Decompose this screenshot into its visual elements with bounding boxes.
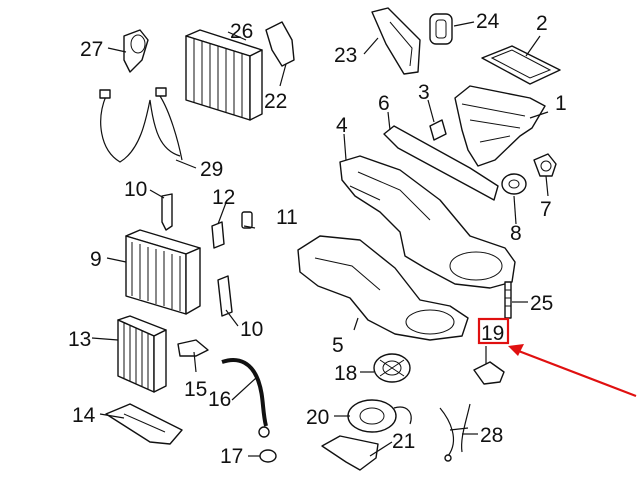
part-14-tray (105, 403, 183, 445)
part-2-filter-frame (481, 45, 561, 85)
callout-12: 12 (212, 186, 235, 209)
callout-6: 6 (378, 92, 390, 115)
callout-18: 18 (334, 362, 357, 385)
part-18-blower-motor (373, 353, 411, 383)
callout-27: 27 (80, 38, 103, 61)
callout-20: 20 (306, 406, 329, 429)
part-13-evaporator (117, 315, 167, 393)
part-26-cabin-filter (185, 29, 263, 121)
callout-29: 29 (200, 158, 223, 181)
part-19-resistor (473, 361, 505, 385)
callout-8: 8 (510, 222, 522, 245)
part-16-hose (221, 358, 270, 438)
part-9-heater-core (125, 229, 201, 315)
callout-11: 11 (276, 206, 298, 229)
part-20-blower-housing (347, 399, 412, 433)
part-17-cap (259, 449, 277, 463)
callout-2: 2 (536, 12, 548, 35)
part-28-harness (439, 403, 471, 462)
part-4-main-housing (339, 155, 516, 289)
part-24-seal (429, 13, 453, 45)
part-6-rod (383, 125, 499, 201)
callout-1: 1 (555, 92, 567, 115)
callout-10-upper: 10 (124, 178, 147, 201)
callout-16: 16 (208, 388, 231, 411)
callout-9: 9 (90, 248, 102, 271)
part-3-clip (429, 119, 447, 141)
part-10-lower-bracket (217, 275, 233, 317)
callout-21: 21 (392, 430, 415, 453)
part-8-grommet (501, 173, 527, 195)
highlight-callout-19 (477, 317, 637, 398)
part-27-sensor (123, 29, 149, 73)
callout-23: 23 (334, 44, 357, 67)
part-7-actuator (533, 153, 557, 177)
part-5-lower-case (297, 235, 469, 341)
callout-28: 28 (480, 424, 503, 447)
callout-4: 4 (336, 114, 348, 137)
callout-7: 7 (540, 198, 552, 221)
callout-13: 13 (68, 328, 91, 351)
callout-15: 15 (184, 378, 207, 401)
part-11-connector (241, 211, 253, 229)
part-25-screw (504, 281, 512, 319)
callout-25: 25 (530, 292, 553, 315)
callout-24: 24 (476, 10, 500, 33)
callout-26: 26 (230, 20, 253, 43)
part-10-upper-bracket (161, 193, 173, 231)
part-1-upper-housing (454, 85, 546, 167)
callout-3: 3 (418, 81, 430, 104)
part-22-bracket (265, 21, 295, 67)
part-21-outlet (321, 435, 379, 471)
callout-5: 5 (332, 334, 344, 357)
callout-22: 22 (264, 90, 287, 113)
part-12-clip (211, 221, 225, 249)
part-29-wiring (99, 87, 183, 163)
leader-lines (91, 21, 549, 457)
callout-labels: 1 2 3 4 5 6 7 8 9 10 10 11 12 13 14 15 1… (68, 10, 567, 468)
part-15-fitting (177, 339, 209, 357)
callout-10-lower: 10 (240, 318, 263, 341)
part-23-duct (371, 7, 421, 75)
callout-19: 19 (481, 322, 504, 345)
callout-14: 14 (72, 404, 96, 427)
callout-17: 17 (220, 445, 243, 468)
